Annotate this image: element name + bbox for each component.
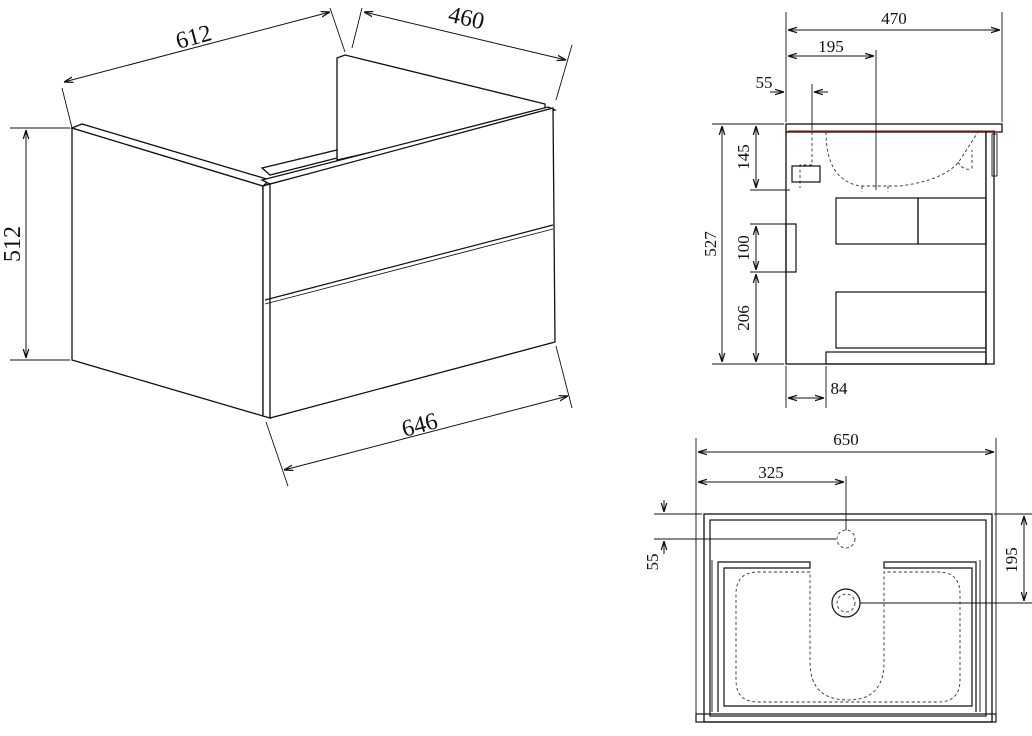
siphon-block — [791, 165, 821, 183]
dim-label-195-top: 195 — [1002, 547, 1021, 573]
dim-label-206: 206 — [734, 305, 753, 331]
dim-label-145: 145 — [734, 144, 753, 170]
drawer-split-line — [264, 224, 554, 301]
dim-label-195: 195 — [818, 37, 844, 56]
top-front-edge — [695, 713, 997, 723]
dim-label-460: 460 — [446, 2, 487, 35]
ext-line — [61, 87, 73, 129]
basin-bowl-hidden — [735, 571, 961, 703]
side-handle — [991, 133, 998, 177]
top-inner-outline — [709, 519, 987, 717]
dim-label-84: 84 — [831, 379, 849, 398]
dim-line-612 — [64, 12, 330, 82]
dim-label-55: 55 — [756, 73, 773, 92]
dim-label-325: 325 — [758, 463, 784, 482]
side-cabinet-front — [985, 131, 995, 365]
upper-drawer-block-2 — [917, 197, 987, 245]
ext-line — [555, 44, 573, 101]
dim-label-55-top: 55 — [643, 554, 662, 571]
dim-label-100: 100 — [734, 235, 753, 261]
side-view: 470 195 55 527 145 100 206 84 — [701, 9, 1003, 408]
ext-line — [329, 7, 346, 53]
faucet-hole — [836, 529, 856, 549]
dim-label-527: 527 — [701, 231, 720, 257]
side-cabinet-body — [785, 131, 987, 365]
wall-opening — [785, 223, 797, 273]
dim-label-612: 612 — [173, 20, 215, 54]
top-outer-outline — [703, 513, 993, 723]
dim-line-460 — [364, 12, 566, 60]
drawer-split-line-2 — [264, 228, 554, 305]
cabinet-rear-rail — [260, 149, 338, 176]
ext-line — [351, 7, 363, 49]
basin-frame — [717, 561, 977, 712]
lower-drawer-block — [835, 291, 987, 349]
basin-overflow — [957, 150, 973, 170]
ext-line — [555, 345, 573, 409]
cabinet-front-edge — [262, 183, 271, 419]
dim-line-646 — [284, 396, 568, 470]
ext-line — [265, 421, 289, 487]
drain-inner — [836, 593, 856, 613]
dim-label-646: 646 — [399, 408, 441, 442]
cabinet-top-rail — [260, 106, 558, 185]
top-view: 650 325 55 195 — [643, 430, 1032, 723]
isometric-view: 612 460 512 646 — [0, 2, 573, 487]
plinth-block — [825, 351, 987, 365]
dim-label-470: 470 — [881, 9, 907, 28]
dim-label-650: 650 — [833, 430, 859, 449]
basin-hidden-outline — [799, 131, 979, 188]
dim-label-512: 512 — [0, 226, 26, 262]
